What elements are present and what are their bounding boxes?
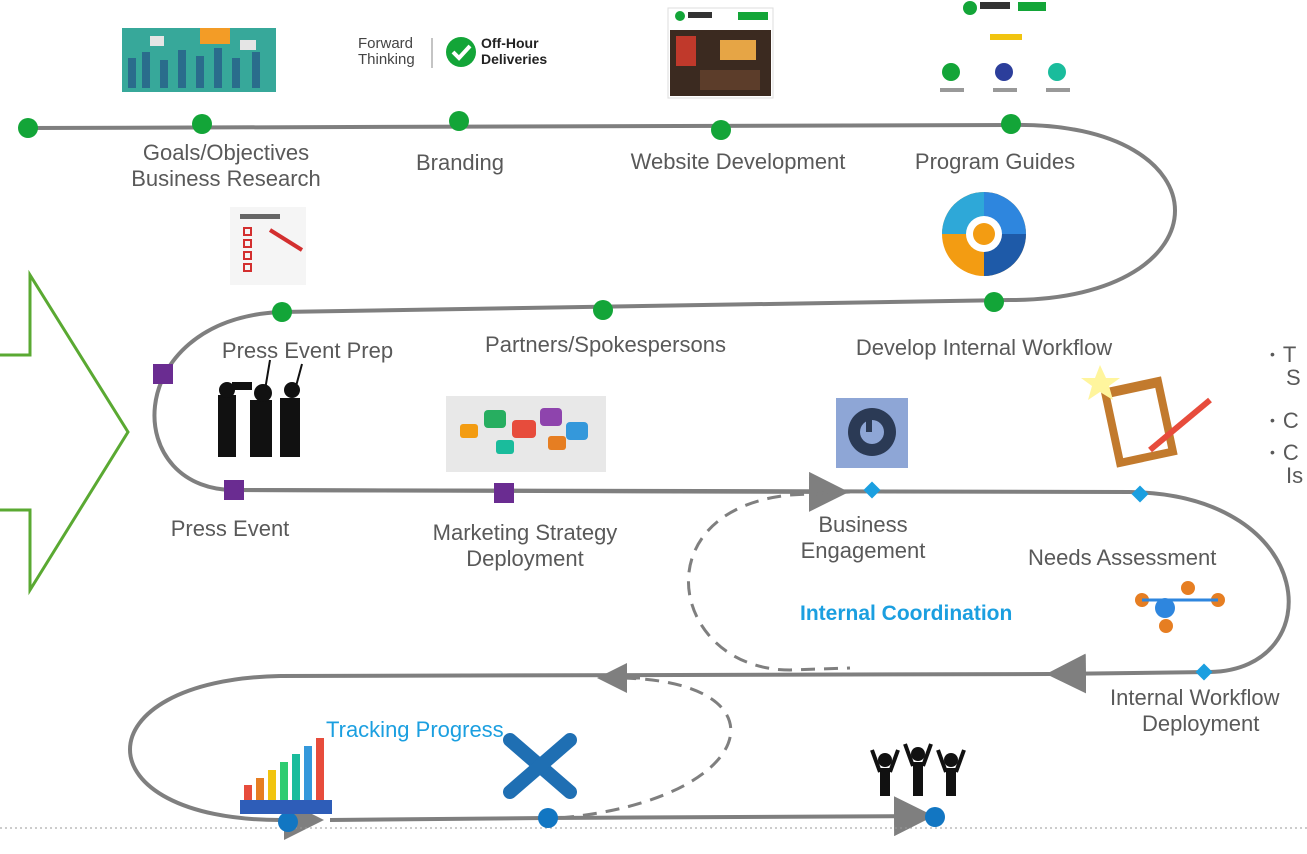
tracking-progress-loop bbox=[559, 663, 733, 820]
label-program-guides: Program Guides bbox=[914, 149, 1076, 174]
marker-start bbox=[18, 118, 38, 138]
label-engagement-line2: Engagement bbox=[800, 538, 926, 563]
label-goals-line2: Business Research bbox=[131, 166, 321, 191]
label-partners: Partners/Spokespersons bbox=[485, 332, 726, 357]
label-goals: Goals/Objectives Business Research bbox=[116, 140, 336, 192]
bullet-item-1-cont: S bbox=[1286, 365, 1301, 390]
label-tracking-progress: Tracking Progress bbox=[326, 717, 504, 742]
bullet-dot-icon: • bbox=[1270, 444, 1275, 460]
bullet-item-1: •T bbox=[1270, 342, 1297, 367]
bullet-item-3: •C bbox=[1270, 440, 1299, 465]
svg-text:Forward: Forward bbox=[358, 35, 413, 52]
camera-crew-icon bbox=[218, 359, 303, 457]
internal-coordination-loop bbox=[686, 490, 851, 672]
marker-program-guides bbox=[1001, 114, 1021, 134]
label-press-event: Press Event bbox=[170, 516, 290, 541]
marker-branding bbox=[449, 111, 469, 131]
network-people-icon bbox=[1135, 581, 1225, 633]
crowd-speech-bubbles-image bbox=[122, 28, 276, 92]
bullet-item-2: •C bbox=[1270, 408, 1299, 433]
marker-tools bbox=[538, 808, 558, 828]
marker-goals bbox=[192, 114, 212, 134]
big-arrow-icon bbox=[0, 269, 130, 596]
timeline-path bbox=[29, 122, 1291, 840]
marker-press-prep-square bbox=[153, 364, 173, 384]
workflow-cycle-icon bbox=[942, 192, 1026, 276]
website-screenshot-image bbox=[667, 7, 774, 99]
label-engagement: Business Engagement bbox=[778, 512, 948, 564]
label-goals-line1: Goals/Objectives bbox=[142, 140, 310, 165]
bullet-item-3-cont: Is bbox=[1286, 463, 1304, 488]
marker-engagement bbox=[863, 481, 881, 499]
progress-bars-icon bbox=[240, 738, 332, 814]
bullet-dot-icon: • bbox=[1270, 346, 1275, 362]
headset-support-icon bbox=[836, 398, 908, 468]
tools-icon bbox=[503, 733, 577, 799]
label-website: Website Development bbox=[630, 149, 846, 174]
label-workflow-deploy-line2: Deployment bbox=[1142, 711, 1260, 736]
marker-workflow-dev bbox=[984, 292, 1004, 312]
checklist-image bbox=[230, 207, 306, 285]
marker-marketing bbox=[494, 483, 514, 503]
svg-text:Thinking: Thinking bbox=[358, 51, 415, 68]
label-marketing: Marketing Strategy Deployment bbox=[410, 520, 640, 572]
celebrating-people-icon bbox=[870, 743, 966, 796]
label-marketing-line1: Marketing Strategy bbox=[432, 520, 618, 545]
label-workflow-deploy: Internal Workflow Deployment bbox=[1110, 685, 1307, 737]
marker-celebrate bbox=[925, 807, 945, 827]
marker-progress bbox=[278, 812, 298, 832]
label-needs: Needs Assessment bbox=[1028, 545, 1217, 570]
marker-partners bbox=[593, 300, 613, 320]
label-marketing-line2: Deployment bbox=[466, 546, 584, 571]
off-hour-logo: Forward Thinking Off-Hour Deliveries bbox=[358, 35, 547, 68]
check-icon bbox=[446, 37, 476, 67]
marker-website bbox=[711, 120, 731, 140]
marker-press-event bbox=[224, 480, 244, 500]
label-workflow-dev: Develop Internal Workflow bbox=[855, 335, 1113, 360]
label-branding: Branding bbox=[415, 150, 505, 175]
marker-press-prep bbox=[272, 302, 292, 322]
svg-text:Deliveries: Deliveries bbox=[481, 51, 547, 67]
svg-text:Off-Hour: Off-Hour bbox=[481, 35, 539, 51]
label-press-prep: Press Event Prep bbox=[221, 338, 394, 363]
label-internal-coordination: Internal Coordination bbox=[800, 602, 1013, 625]
marker-workflow-deploy bbox=[1195, 663, 1213, 681]
toolkit-screenshot-image bbox=[940, 1, 1070, 92]
label-engagement-line1: Business bbox=[818, 512, 908, 537]
marker-needs bbox=[1131, 485, 1149, 503]
clipboard-icon bbox=[1081, 365, 1212, 468]
bullet-dot-icon: • bbox=[1270, 412, 1275, 428]
social-media-icons-image bbox=[446, 396, 606, 472]
label-workflow-deploy-line1: Internal Workflow bbox=[1110, 685, 1280, 710]
